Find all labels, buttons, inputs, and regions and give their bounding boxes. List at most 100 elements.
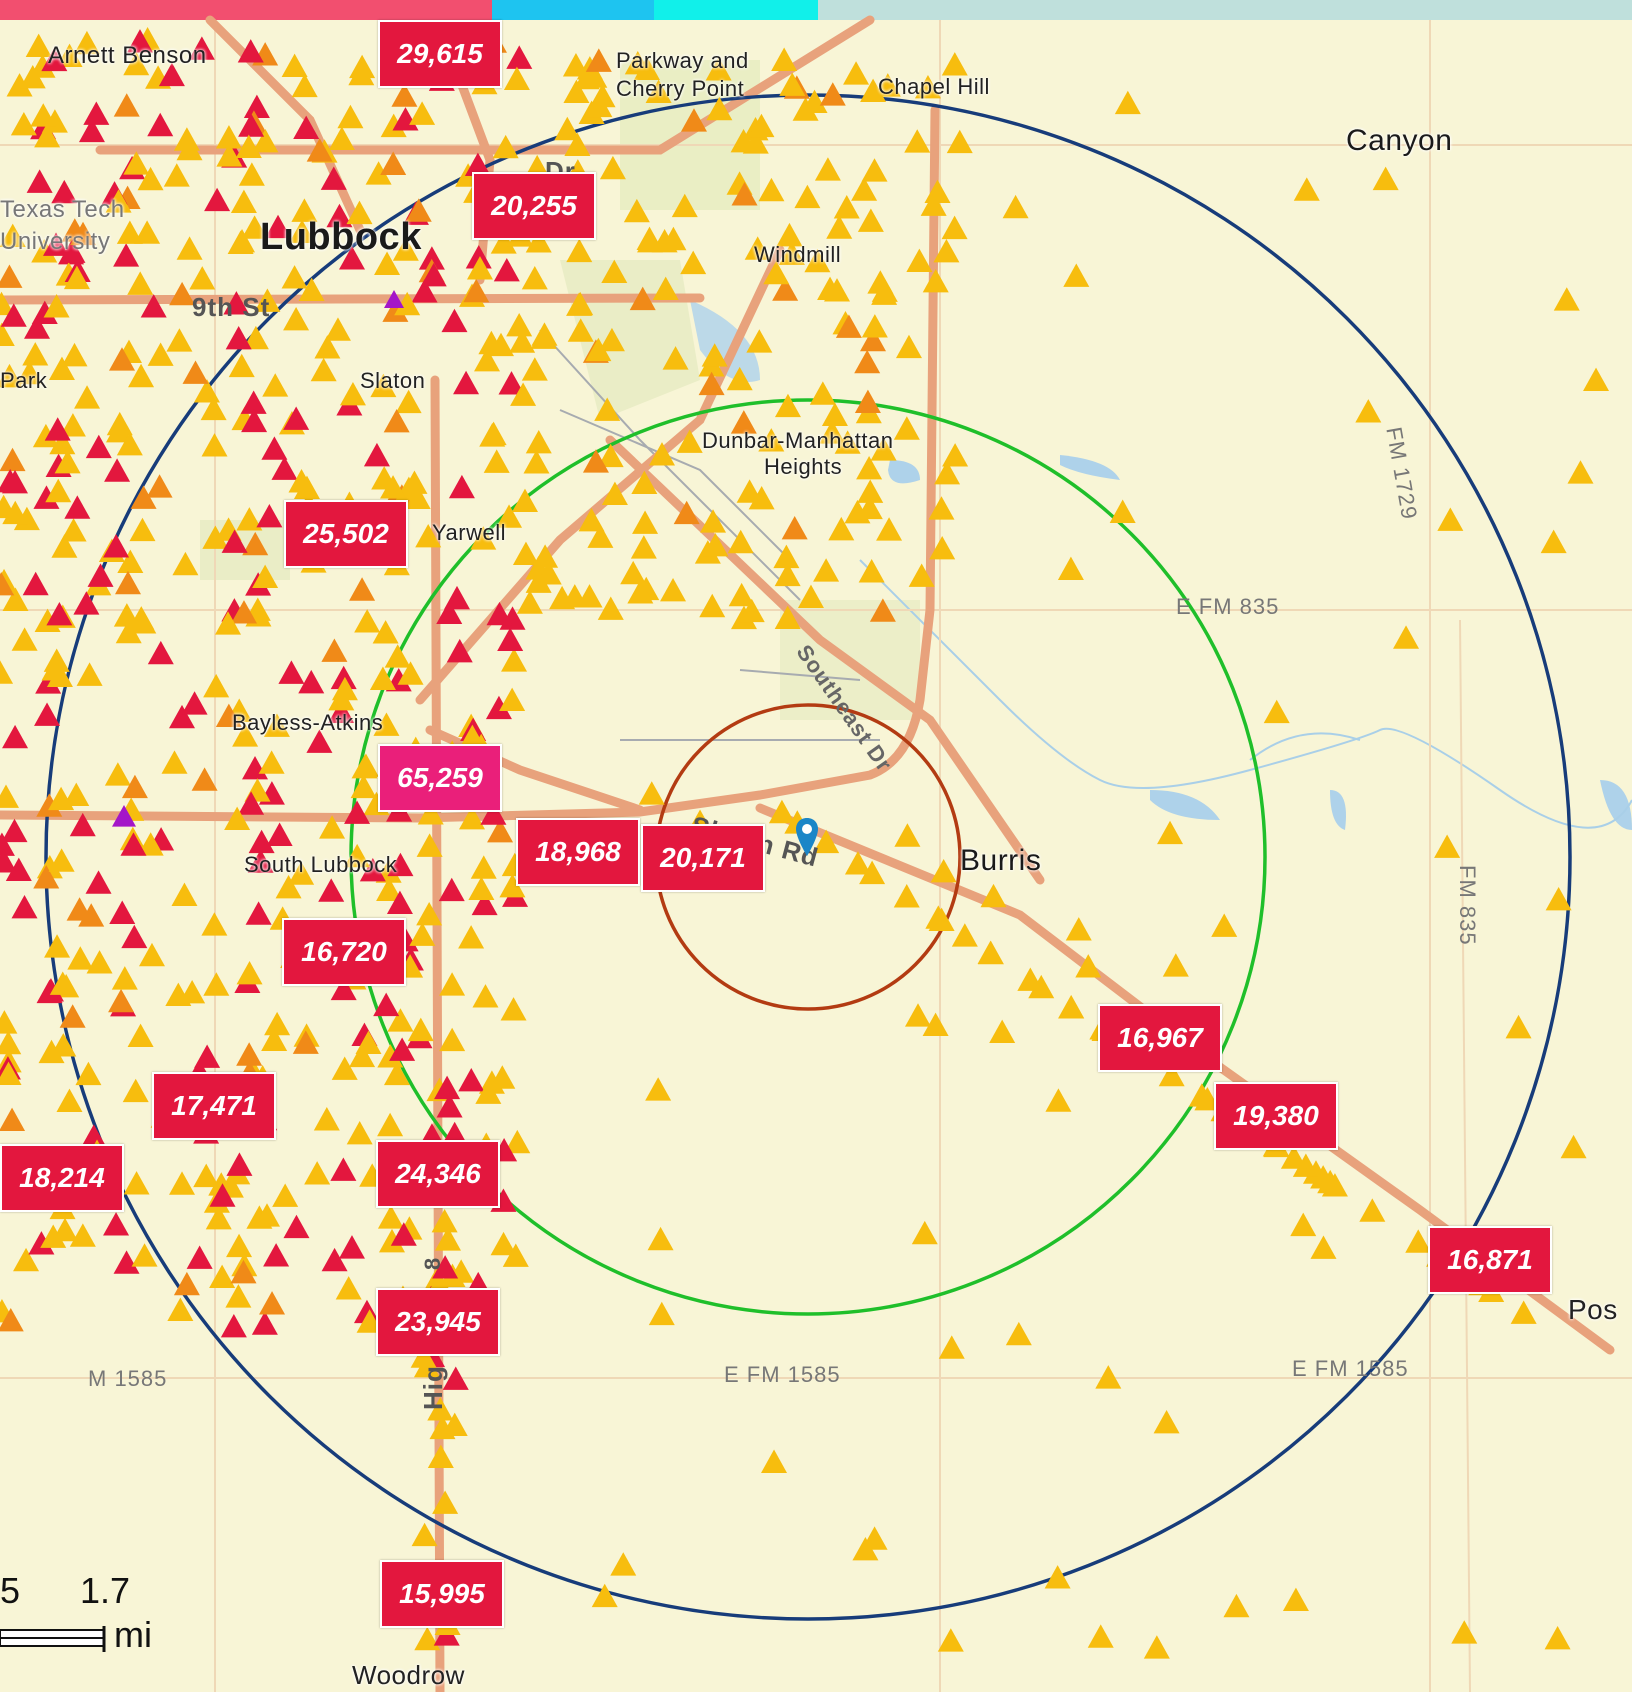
- traffic-marker-icon: [645, 79, 672, 104]
- traffic-marker-icon: [203, 972, 230, 996]
- traffic-marker-icon: [85, 870, 112, 894]
- ring-outer: [44, 93, 1572, 1621]
- traffic-marker-icon: [215, 703, 242, 728]
- traffic-marker-icon: [339, 381, 366, 406]
- traffic-marker-icon: [458, 925, 485, 949]
- traffic-count-label[interactable]: 29,615: [378, 20, 502, 88]
- traffic-marker-icon: [744, 236, 771, 260]
- traffic-marker-icon: [904, 129, 931, 153]
- traffic-count-label[interactable]: 20,171: [641, 824, 765, 892]
- traffic-marker-icon: [662, 346, 689, 370]
- traffic-marker-icon: [1158, 1062, 1185, 1087]
- traffic-marker-icon: [525, 229, 552, 253]
- traffic-marker-icon: [905, 1003, 932, 1027]
- traffic-marker-icon: [1, 469, 28, 494]
- traffic-marker-icon: [525, 430, 552, 454]
- traffic-marker-icon: [230, 600, 257, 624]
- traffic-count-label[interactable]: 15,995: [380, 1560, 504, 1628]
- traffic-marker-icon: [471, 891, 498, 916]
- traffic-marker-icon: [16, 360, 43, 385]
- traffic-marker-icon: [512, 541, 539, 566]
- traffic-marker-icon: [861, 158, 888, 182]
- traffic-marker-icon: [941, 52, 968, 76]
- traffic-marker-icon: [1290, 1212, 1317, 1237]
- traffic-marker-icon: [61, 342, 88, 367]
- road-label-fm1585-west: M 1585: [88, 1366, 168, 1391]
- traffic-marker-icon: [701, 343, 728, 367]
- traffic-marker-icon: [83, 101, 110, 125]
- traffic-marker-icon: [647, 1226, 674, 1251]
- traffic-marker-icon: [1044, 1565, 1071, 1589]
- traffic-marker-icon: [1560, 1134, 1587, 1159]
- traffic-marker-icon: [763, 260, 790, 285]
- traffic-marker-icon: [434, 1227, 461, 1251]
- traffic-marker-icon: [566, 238, 593, 263]
- traffic-count-label[interactable]: 16,871: [1428, 1226, 1552, 1294]
- site-location-pin-icon[interactable]: [796, 818, 818, 858]
- traffic-marker-icon: [427, 1444, 454, 1469]
- traffic-marker-icon: [567, 318, 594, 342]
- traffic-count-label[interactable]: 23,945: [376, 1288, 500, 1356]
- traffic-marker-icon: [427, 1397, 454, 1421]
- traffic-marker-icon: [748, 486, 775, 510]
- traffic-marker-icon: [298, 669, 325, 694]
- traffic-marker-icon: [30, 103, 57, 127]
- traffic-marker-icon: [929, 536, 956, 560]
- place-chapel-hill: Chapel Hill: [878, 74, 990, 99]
- traffic-marker-icon: [73, 591, 100, 615]
- traffic-count-label[interactable]: 16,967: [1098, 1004, 1222, 1072]
- traffic-marker-icon: [597, 596, 624, 620]
- traffic-marker-icon: [1540, 529, 1567, 554]
- traffic-marker-icon: [779, 72, 806, 96]
- traffic-count-label[interactable]: 16,720: [282, 918, 406, 986]
- traffic-marker-icon: [70, 221, 97, 246]
- traffic-marker-icon: [158, 62, 185, 87]
- traffic-marker-icon: [330, 1157, 357, 1181]
- traffic-marker-icon: [856, 455, 883, 480]
- traffic-marker-icon: [73, 30, 100, 55]
- traffic-marker-icon: [320, 166, 347, 190]
- traffic-marker-icon: [439, 972, 466, 996]
- traffic-count-label[interactable]: 17,471: [152, 1072, 276, 1140]
- traffic-marker-icon: [601, 481, 628, 506]
- traffic-count-label[interactable]: 24,346: [376, 1140, 500, 1208]
- traffic-marker-icon: [951, 923, 978, 947]
- traffic-marker-icon: [705, 57, 732, 81]
- traffic-marker-icon: [1194, 1086, 1221, 1111]
- traffic-marker-icon: [502, 1243, 529, 1267]
- traffic-marker-icon: [51, 534, 78, 558]
- traffic-marker-icon: [585, 48, 612, 72]
- traffic-count-label[interactable]: 18,214: [0, 1144, 124, 1212]
- traffic-marker-icon: [261, 436, 288, 460]
- traffic-marker-icon: [833, 195, 860, 219]
- traffic-marker-icon: [137, 166, 164, 191]
- traffic-marker-icon: [283, 307, 310, 331]
- traffic-marker-icon: [1567, 460, 1594, 484]
- traffic-marker-icon: [10, 111, 37, 136]
- traffic-marker-icon: [497, 627, 524, 651]
- traffic-marker-icon: [1, 818, 28, 843]
- traffic-marker-icon: [258, 750, 285, 774]
- traffic-marker-icon: [383, 1061, 410, 1086]
- traffic-marker-icon: [1545, 886, 1572, 911]
- traffic-marker-icon: [11, 627, 38, 651]
- traffic-count-label[interactable]: 19,380: [1214, 1082, 1338, 1150]
- traffic-marker-icon: [306, 729, 333, 753]
- traffic-count-label[interactable]: 20,255: [472, 172, 596, 240]
- traffic-marker-icon: [826, 215, 853, 239]
- traffic-marker-icon: [176, 136, 203, 161]
- traffic-marker-icon: [858, 559, 885, 583]
- traffic-count-label[interactable]: 25,502: [284, 500, 408, 568]
- traffic-marker-icon: [2, 500, 29, 525]
- traffic-marker-icon: [281, 265, 308, 289]
- traffic-marker-icon: [418, 246, 445, 270]
- traffic-marker-icon: [278, 660, 305, 684]
- traffic-marker-icon: [1321, 1173, 1348, 1197]
- traffic-count-label[interactable]: 18,968: [516, 818, 640, 886]
- traffic-marker-icon: [127, 1023, 154, 1048]
- traffic-marker-icon: [511, 488, 538, 512]
- traffic-count-label-highlight[interactable]: 65,259: [378, 744, 502, 812]
- traffic-marker-icon: [5, 857, 32, 882]
- traffic-marker-icon: [397, 661, 424, 685]
